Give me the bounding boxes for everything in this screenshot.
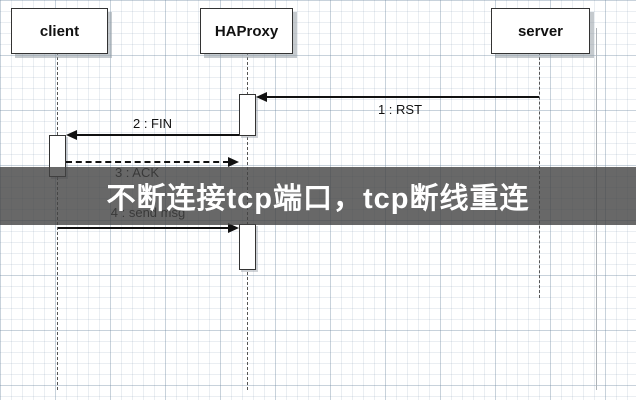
arrowhead-right-icon (228, 157, 239, 167)
overlay-banner: 不断连接tcp端口，tcp断线重连 (0, 167, 636, 225)
message-sendmsg-line (58, 227, 229, 229)
actor-client-label: client (39, 22, 80, 40)
message-rst-label: 1 : RST (377, 102, 423, 117)
arrowhead-left-icon (66, 130, 77, 140)
activation-haproxy-1 (239, 94, 256, 136)
message-rst-line (262, 96, 539, 98)
actor-haproxy-label: HAProxy (214, 22, 279, 40)
actor-server-label: server (517, 22, 564, 40)
message-fin-label: 2 : FIN (132, 116, 172, 131)
actor-server: server (491, 8, 590, 54)
actor-haproxy: HAProxy (200, 8, 293, 54)
arrowhead-left-icon (256, 92, 267, 102)
message-fin-line (74, 134, 239, 136)
message-ack-line (66, 161, 229, 163)
arrowhead-right-icon (228, 223, 239, 233)
actor-client: client (11, 8, 108, 54)
overlay-title: 不断连接tcp端口，tcp断线重连 (106, 183, 530, 215)
activation-haproxy-2 (239, 224, 256, 270)
